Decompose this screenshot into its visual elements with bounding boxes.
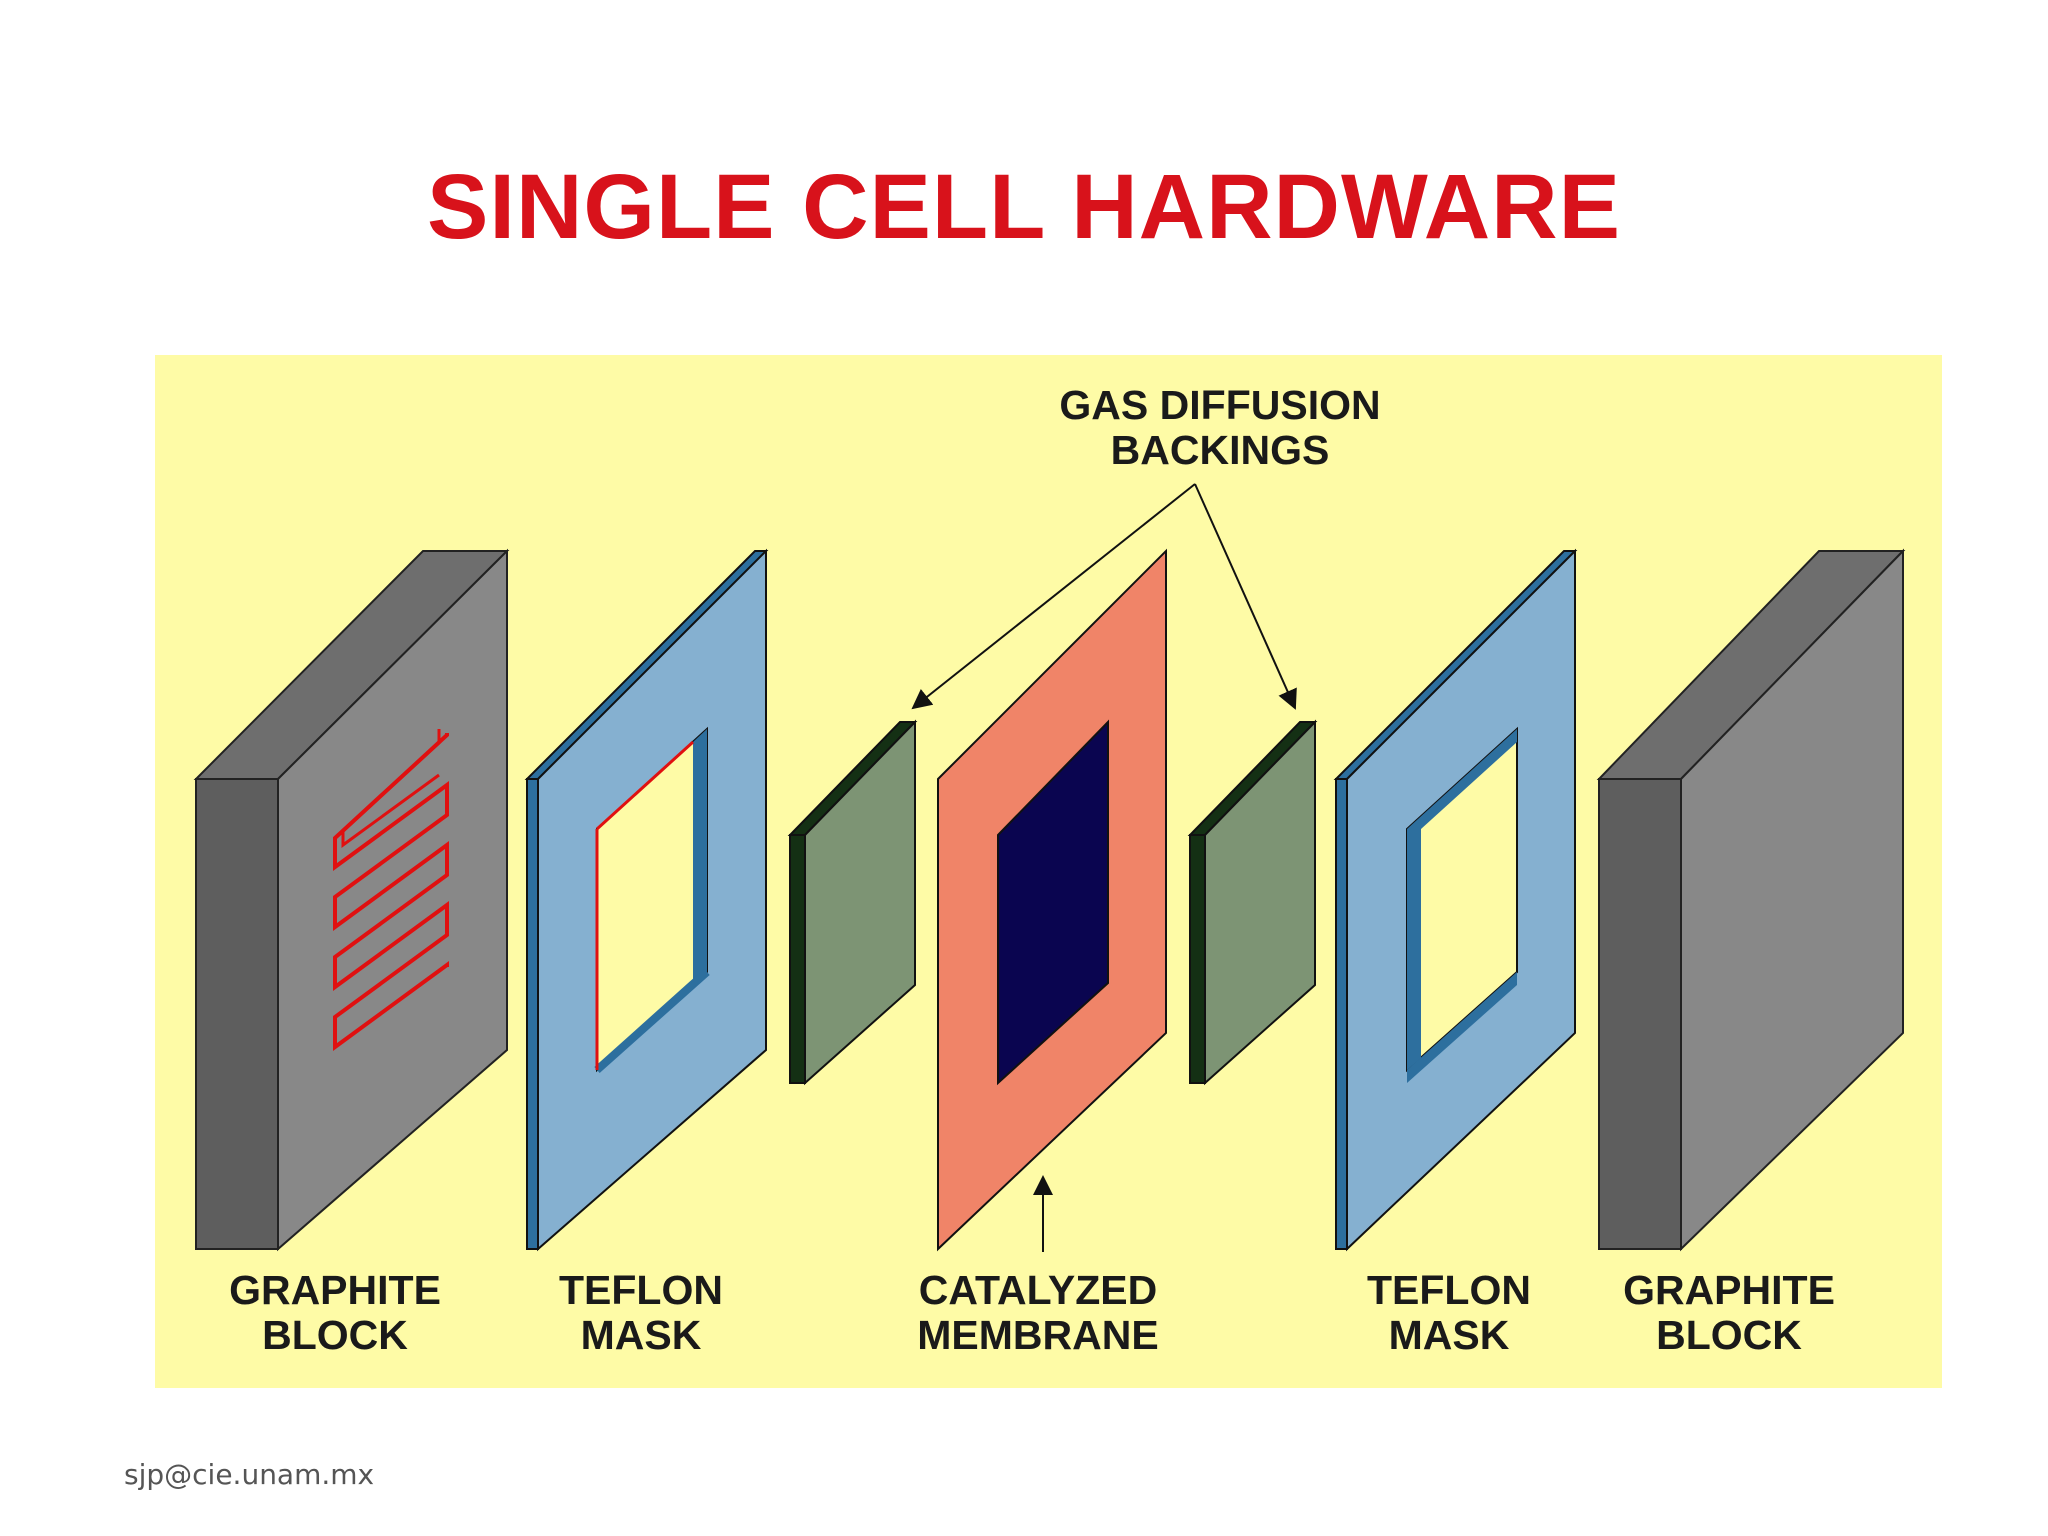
label-graphite-block-right: GRAPHITE BLOCK bbox=[1623, 1267, 1835, 1358]
label-graphite-block-left: GRAPHITE BLOCK bbox=[229, 1267, 441, 1358]
diagram-panel: GAS DIFFUSION BACKINGS GRAPHITE BLOCK TE… bbox=[155, 355, 1942, 1388]
label-teflon-mask-right: TEFLON MASK bbox=[1367, 1267, 1531, 1358]
fuel-cell-diagram bbox=[193, 483, 1906, 1252]
teflon-mask-right bbox=[1333, 548, 1578, 1252]
gas-diffusion-backing-right bbox=[1187, 719, 1318, 1086]
teflon-mask-left bbox=[524, 548, 769, 1252]
gas-diffusion-backing-left bbox=[787, 719, 918, 1086]
label-teflon-mask-left: TEFLON MASK bbox=[559, 1267, 723, 1358]
footer-email: sjp@cie.unam.mx bbox=[124, 1458, 375, 1491]
label-gas-diffusion-backings: GAS DIFFUSION BACKINGS bbox=[1059, 382, 1381, 473]
graphite-block-left bbox=[193, 548, 510, 1252]
flow-channel bbox=[333, 733, 449, 1051]
gas-diffusion-arrows bbox=[911, 483, 1297, 710]
graphite-block-right bbox=[1596, 548, 1906, 1252]
page-title: SINGLE CELL HARDWARE bbox=[427, 156, 1621, 258]
label-catalyzed-membrane: CATALYZED MEMBRANE bbox=[917, 1267, 1159, 1358]
catalyzed-membrane bbox=[937, 548, 1167, 1252]
